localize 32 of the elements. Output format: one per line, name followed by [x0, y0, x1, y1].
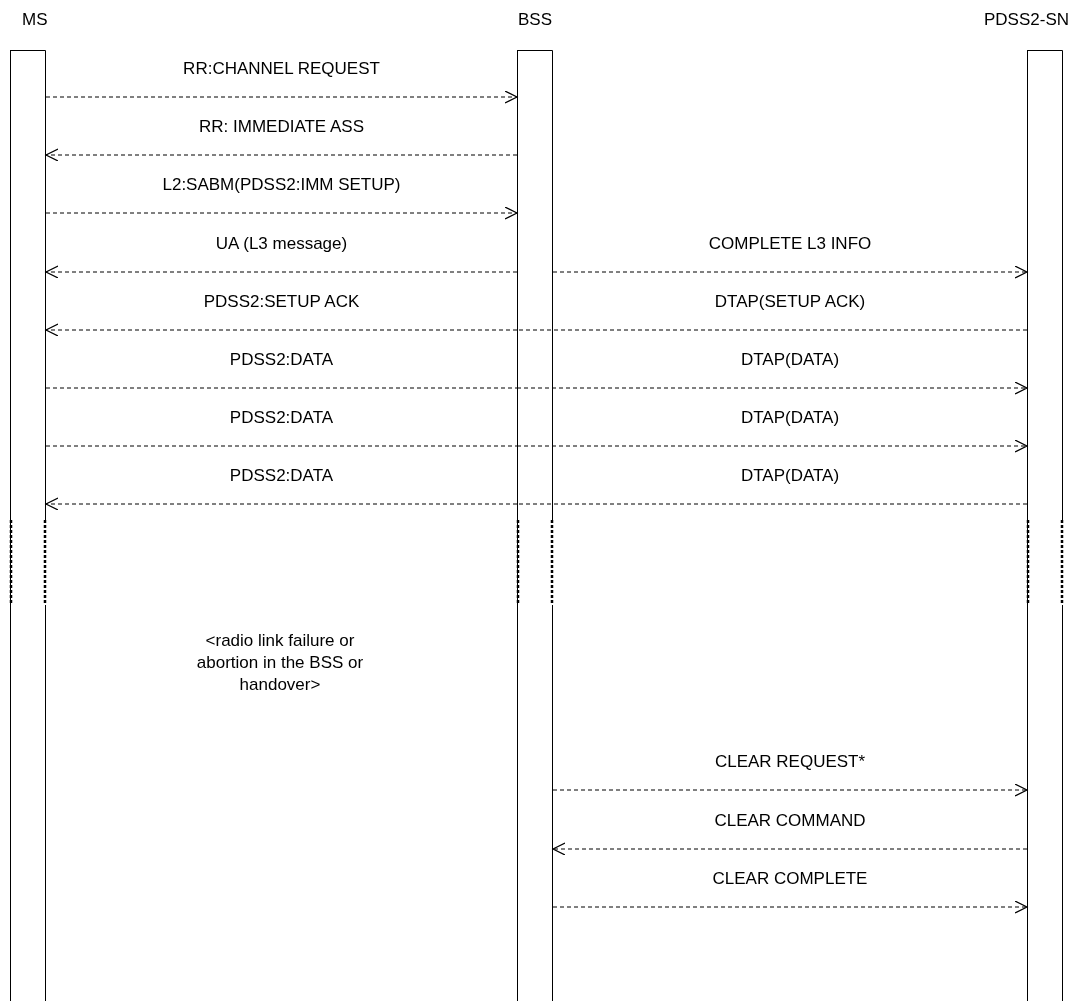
- edge-label: PDSS2:DATA: [229, 466, 334, 486]
- edge-label: CLEAR COMPLETE: [712, 869, 868, 889]
- message-arrow: [45, 148, 518, 162]
- message-arrow: [552, 900, 1028, 914]
- edge-label: CLEAR REQUEST*: [714, 752, 866, 772]
- message-arrow: [45, 206, 518, 220]
- message-arrow: [552, 783, 1028, 797]
- edge-label: DTAP(DATA): [740, 350, 840, 370]
- edge-label: DTAP(DATA): [740, 466, 840, 486]
- message-arrow: [552, 265, 1028, 279]
- edge-label: PDSS2:DATA: [229, 408, 334, 428]
- edge-label: UA (L3 message): [215, 234, 348, 254]
- edge-label: RR:CHANNEL REQUEST: [183, 59, 380, 79]
- edge-label: L2:SABM(PDSS2:IMM SETUP): [162, 175, 401, 195]
- lifeline-heading: PDSS2-SN: [983, 10, 1069, 30]
- message-arrow: [516, 439, 1028, 453]
- edge-label: RR: IMMEDIATE ASS: [199, 117, 364, 137]
- message-arrow: [45, 497, 518, 511]
- edge-label: PDSS2:SETUP ACK: [203, 292, 360, 312]
- message-arrow: [45, 90, 518, 104]
- lifeline-heading: MS: [22, 10, 48, 30]
- message-arrow: [552, 842, 1028, 856]
- edge-label: COMPLETE L3 INFO: [708, 234, 872, 254]
- message-arrow: [516, 381, 1028, 395]
- edge-label: PDSS2:DATA: [229, 350, 334, 370]
- note-text: <radio link failure or abortion in the BSS or handover>: [195, 630, 365, 696]
- message-arrow: [45, 323, 518, 337]
- edge-label: DTAP(SETUP ACK): [714, 292, 866, 312]
- lifeline-heading: BSS: [518, 10, 552, 30]
- message-arrow: [45, 265, 518, 279]
- edge-label: CLEAR COMMAND: [714, 811, 866, 831]
- edge-label: DTAP(DATA): [740, 408, 840, 428]
